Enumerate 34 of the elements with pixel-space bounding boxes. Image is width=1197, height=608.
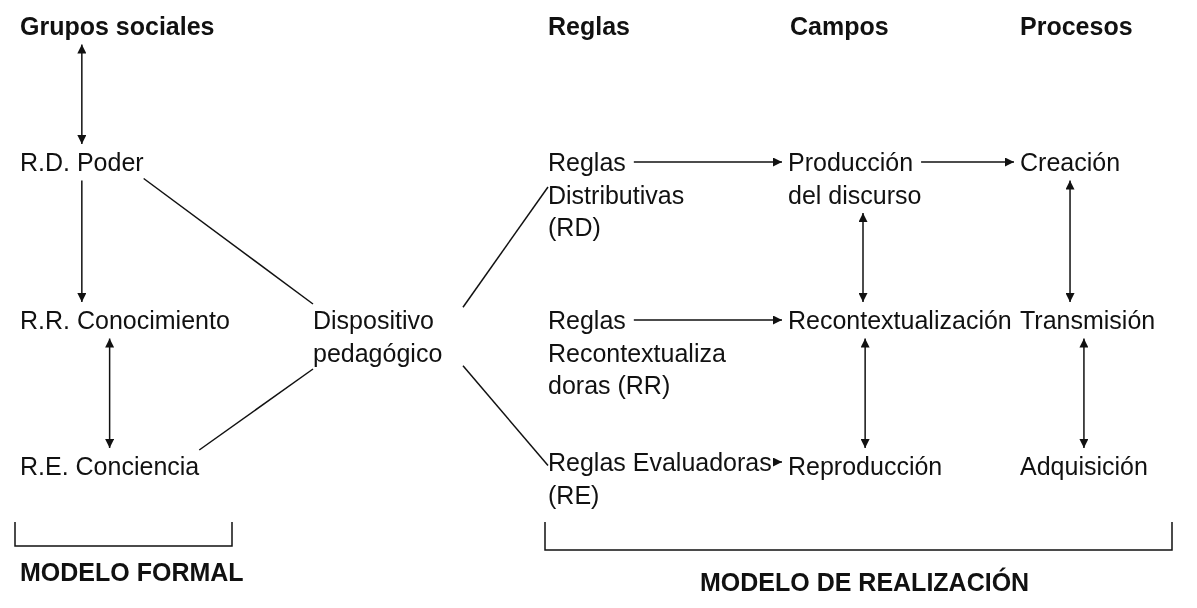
connector-line [142,177,314,305]
section-caption: MODELO FORMAL [20,557,244,588]
column-heading: Campos [790,11,889,42]
node-label: R.R. Conocimiento [20,304,230,337]
node-label: Reglas Distributivas (RD) [548,146,728,244]
node-label: Transmisión [1020,304,1156,337]
arrow [633,157,783,167]
node-label: Reglas Evaluadoras (RE) [548,446,778,511]
node-label: R.E. Conciencia [20,450,200,483]
arrow [77,43,87,145]
connector-line [198,368,314,451]
arrow [1065,179,1075,303]
connector-line [462,365,549,467]
node-label: Reproducción [788,450,943,483]
node-label: Creación [1020,146,1121,179]
node-label: Adquisición [1020,450,1148,483]
section-caption: MODELO DE REALIZACIÓN [700,566,1030,598]
arrow [860,337,870,449]
arrow [77,179,87,303]
arrow [920,157,1015,167]
arrow [1079,337,1089,449]
node-label: Grupos sociales [20,10,215,43]
connector-line [462,186,549,308]
node-label: Dispositivo pedagógico [313,304,463,369]
node-label: Recontextualización [788,304,1012,337]
column-heading: Procesos [1020,11,1133,42]
node-label: Reglas Recontextualizadoras (RR) [548,304,728,402]
arrow [858,212,868,303]
arrow [105,337,115,449]
arrow [773,457,783,467]
node-label: Producción del discurso [788,146,938,211]
arrow [633,315,783,325]
node-label: R.D. Poder [20,146,144,179]
column-heading: Reglas [548,11,630,42]
